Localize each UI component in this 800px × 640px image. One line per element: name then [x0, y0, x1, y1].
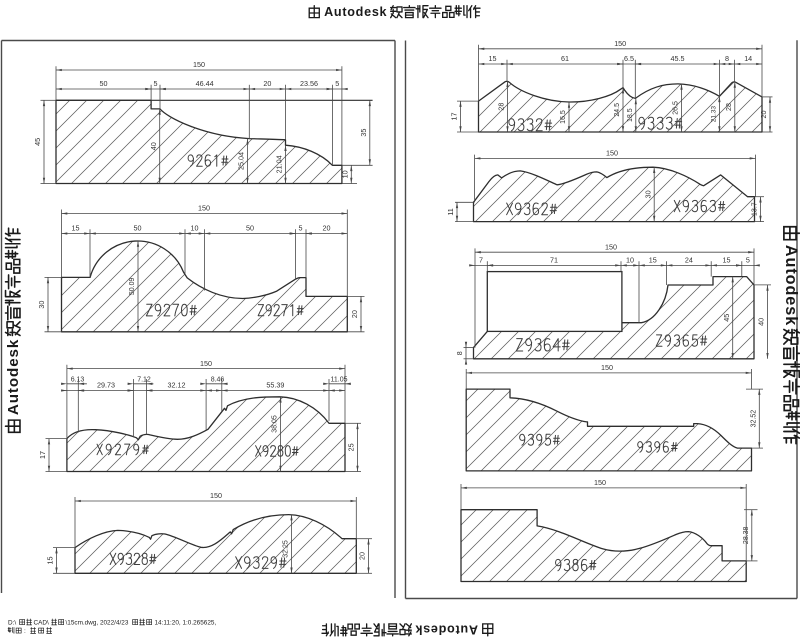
svg-text:45: 45 — [33, 138, 42, 146]
svg-text:150: 150 — [606, 149, 618, 158]
svg-text:25.04: 25.04 — [237, 152, 246, 170]
svg-text:150: 150 — [210, 491, 222, 500]
svg-text:32.25: 32.25 — [283, 540, 290, 558]
svg-text:45.5: 45.5 — [671, 54, 685, 63]
svg-text:8: 8 — [455, 351, 464, 355]
svg-text:150: 150 — [200, 359, 212, 368]
svg-text:28: 28 — [497, 103, 506, 111]
svg-text:14: 14 — [744, 54, 752, 63]
svg-text:35: 35 — [359, 129, 368, 137]
svg-text:20: 20 — [350, 310, 359, 318]
svg-text:15: 15 — [723, 256, 731, 265]
svg-text:150: 150 — [594, 478, 606, 487]
svg-text:D:\: D:\ — [8, 620, 16, 627]
svg-text:28.38: 28.38 — [743, 526, 750, 544]
svg-text:14:11:20, 1:0.265625,: 14:11:20, 1:0.265625, — [155, 620, 217, 627]
svg-text:20: 20 — [323, 224, 331, 233]
svg-text:150: 150 — [601, 363, 613, 372]
svg-text:10: 10 — [626, 256, 634, 265]
svg-text:29.73: 29.73 — [97, 381, 115, 390]
svg-text:11: 11 — [446, 208, 455, 215]
svg-text:15: 15 — [72, 224, 80, 233]
svg-text:150: 150 — [198, 204, 210, 213]
svg-text:61: 61 — [561, 54, 569, 63]
svg-text:50: 50 — [100, 79, 108, 88]
svg-text:150: 150 — [605, 242, 617, 251]
svg-text:8.46: 8.46 — [211, 377, 225, 384]
svg-text:7: 7 — [479, 256, 483, 265]
svg-text:13.7: 13.7 — [752, 202, 759, 216]
svg-text:16.5: 16.5 — [560, 110, 567, 124]
svg-text:Autodesk: Autodesk — [5, 339, 22, 415]
svg-text:6.5: 6.5 — [624, 54, 634, 63]
svg-text:CAD\: CAD\ — [34, 620, 49, 627]
svg-text:26.5: 26.5 — [673, 101, 680, 115]
svg-text:38.05: 38.05 — [272, 415, 279, 433]
svg-text:17: 17 — [450, 113, 459, 121]
svg-text:50.09: 50.09 — [129, 278, 136, 296]
svg-text:40: 40 — [757, 318, 766, 326]
svg-text:5: 5 — [335, 79, 339, 88]
svg-text:10: 10 — [341, 170, 350, 178]
svg-text:71: 71 — [550, 256, 558, 265]
svg-text:150: 150 — [614, 39, 626, 48]
svg-text:17: 17 — [38, 451, 47, 459]
svg-text:50: 50 — [134, 224, 142, 233]
svg-text:150: 150 — [193, 60, 205, 69]
svg-text:Autodesk: Autodesk — [324, 5, 387, 19]
svg-text:32.12: 32.12 — [168, 381, 186, 390]
svg-text:40: 40 — [149, 142, 158, 150]
svg-text:50: 50 — [246, 224, 254, 233]
svg-text:21.04: 21.04 — [275, 155, 284, 173]
svg-text::: : — [24, 628, 26, 635]
svg-text:15: 15 — [489, 54, 497, 63]
svg-text:7.12: 7.12 — [137, 377, 151, 384]
svg-text:11.05: 11.05 — [331, 377, 348, 384]
svg-text:5: 5 — [299, 224, 303, 233]
svg-text:\15cm.dwg, 2022/4/23: \15cm.dwg, 2022/4/23 — [66, 620, 129, 627]
svg-text:18.5: 18.5 — [627, 108, 634, 122]
svg-text:28: 28 — [724, 103, 733, 111]
svg-text:24: 24 — [685, 256, 693, 265]
svg-text:45: 45 — [722, 314, 731, 322]
svg-text:46.44: 46.44 — [196, 79, 214, 88]
svg-text:30: 30 — [37, 301, 46, 309]
svg-text:55.39: 55.39 — [266, 381, 284, 390]
svg-text:21.33: 21.33 — [711, 106, 718, 123]
svg-text:8: 8 — [725, 54, 729, 63]
svg-text:20: 20 — [358, 552, 367, 560]
svg-text:5: 5 — [746, 256, 750, 265]
svg-text:10: 10 — [191, 224, 199, 233]
svg-text:25: 25 — [347, 443, 356, 451]
svg-text:24.5: 24.5 — [614, 103, 621, 117]
svg-text:23.56: 23.56 — [300, 79, 318, 88]
svg-text:15: 15 — [46, 556, 55, 564]
svg-text:5: 5 — [154, 79, 158, 88]
svg-text:Autodesk: Autodesk — [414, 623, 477, 637]
svg-text:Autodesk: Autodesk — [782, 245, 800, 326]
svg-text:20: 20 — [263, 79, 271, 88]
svg-text:15: 15 — [649, 256, 657, 265]
svg-text:6.13: 6.13 — [71, 377, 85, 384]
svg-text:30: 30 — [643, 190, 652, 198]
svg-text:32.52: 32.52 — [751, 410, 758, 428]
svg-text:20: 20 — [759, 110, 768, 118]
